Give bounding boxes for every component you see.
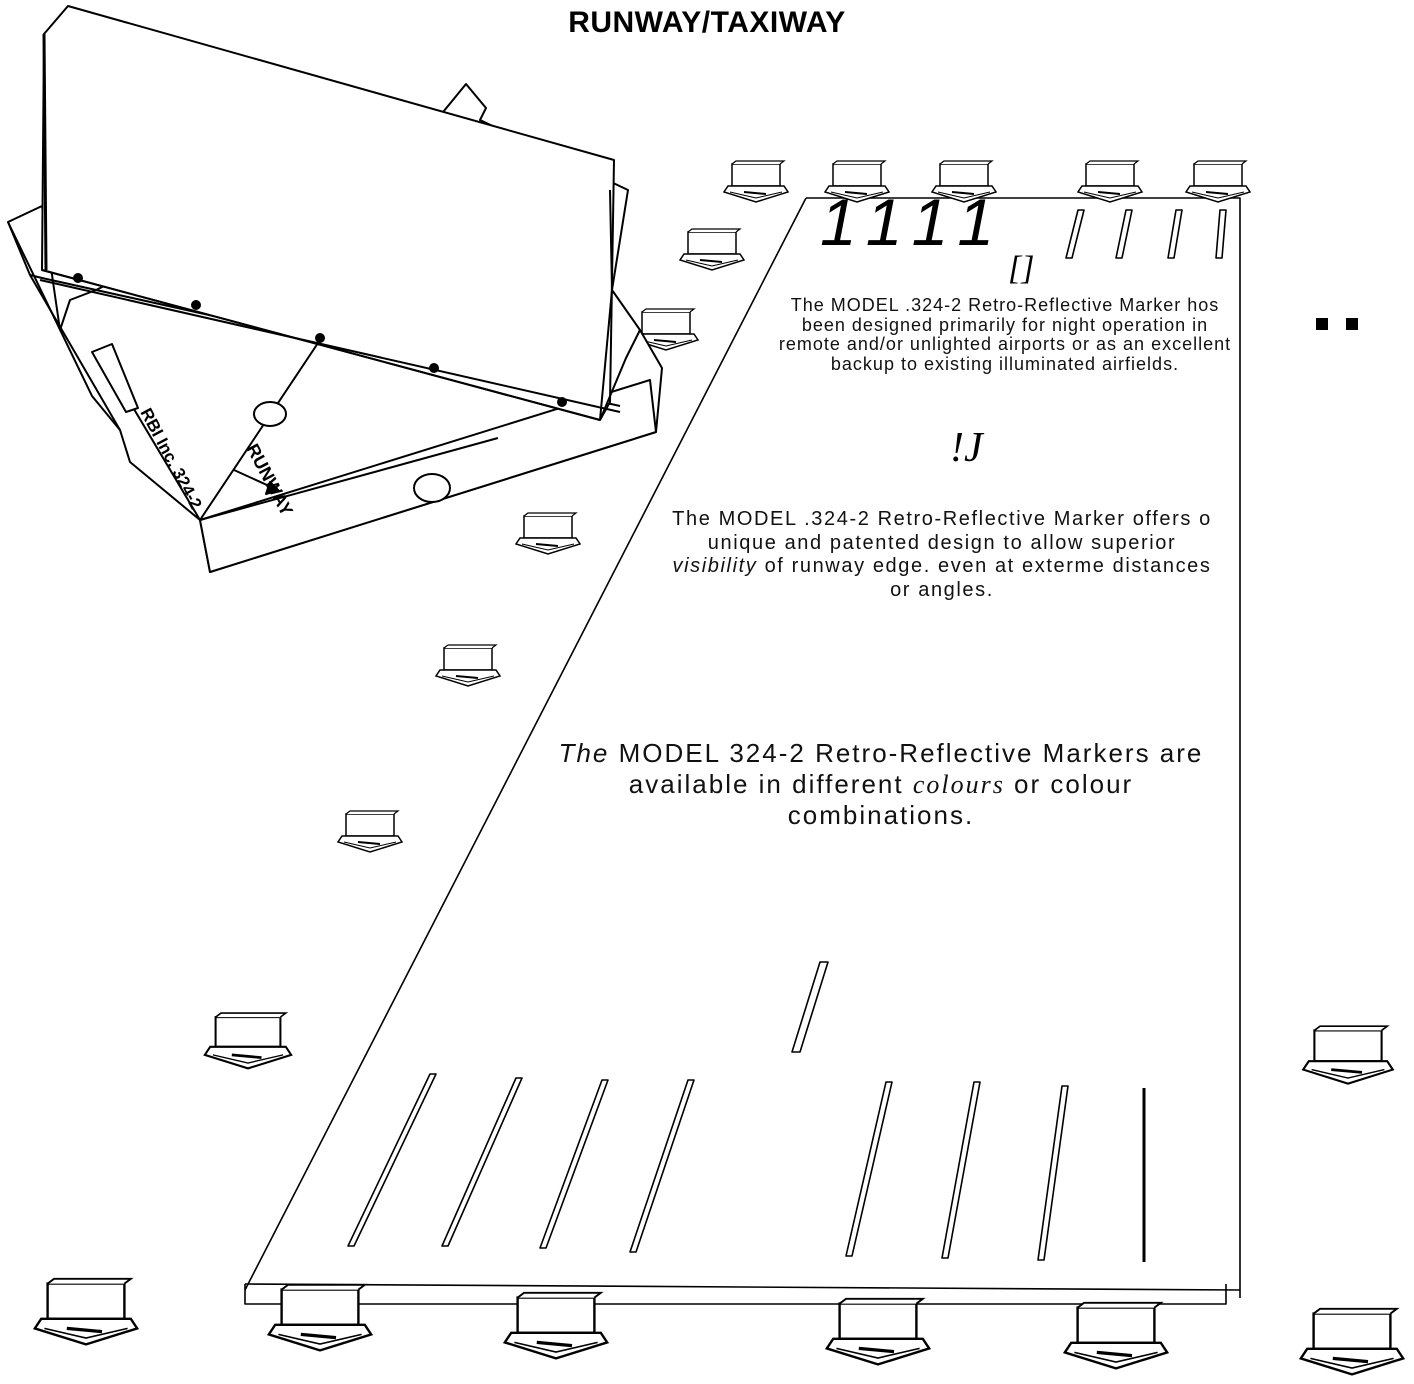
para2-text-a: The MODEL .324-2 Retro-Reflective Marker… [672, 508, 1212, 554]
centerline-stripe [791, 961, 829, 1053]
runway-numerals: 1111 [820, 185, 1009, 259]
para3-text-b: MODEL 324-2 Retro-Reflective Markers are… [609, 738, 1204, 799]
large-marker [7, 5, 663, 573]
para2-text-c: of runway edge. even at exterme distance… [757, 555, 1212, 601]
para3-text-emphasis: colours [912, 770, 1005, 799]
threshold-stripes-top [1065, 209, 1227, 259]
corner-squares [1316, 318, 1358, 330]
page-title: RUNWAY/TAXIWAY [568, 6, 846, 39]
description-paragraph-1: The MODEL .324-2 Retro-Reflective Marker… [778, 295, 1232, 374]
para3-text-d: or colour combinations. [787, 769, 1134, 830]
description-paragraph-3: The MODEL 324-2 Retro-Reflective Markers… [556, 738, 1206, 831]
glyph-top: [] [1008, 250, 1035, 287]
description-paragraph-2: The MODEL .324-2 Retro-Reflective Marker… [662, 508, 1222, 602]
para2-text-emphasis: visibility [672, 555, 758, 577]
glyph-mid: !J [950, 425, 983, 471]
para3-text-a: The [558, 738, 610, 768]
threshold-stripes-bottom [347, 1073, 1146, 1262]
